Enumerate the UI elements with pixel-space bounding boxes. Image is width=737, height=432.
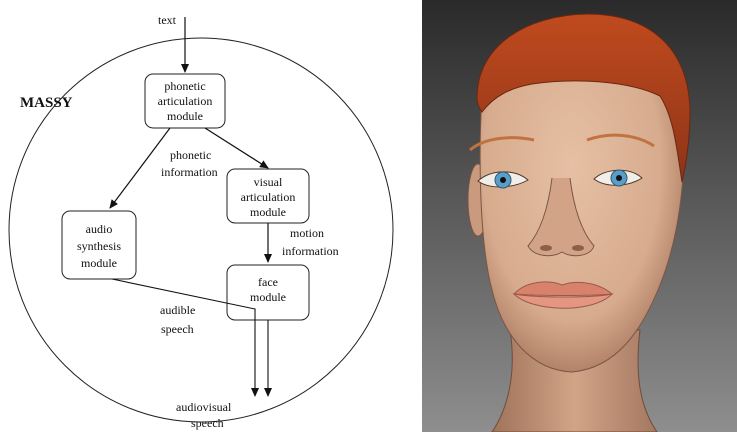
arrow-phonetic-to-visual <box>205 128 268 168</box>
edge-label: information <box>282 244 339 258</box>
module-label-line: module <box>81 256 117 270</box>
module-label-line: face <box>258 275 278 289</box>
edge-label: motion <box>290 226 324 240</box>
nostril <box>572 245 584 251</box>
module-label-line: synthesis <box>77 239 121 253</box>
module-label-line: audio <box>86 222 113 236</box>
rendered-3d-face-image <box>422 0 737 432</box>
module-label-line: module <box>250 205 286 219</box>
visual-articulation-module: visual articulation module <box>227 169 309 223</box>
nostril <box>540 245 552 251</box>
system-label: MASSY <box>20 95 73 111</box>
output-label: audiovisual <box>176 400 232 414</box>
input-label: text <box>158 13 177 27</box>
face-module: face module <box>227 265 309 320</box>
edge-label: information <box>161 165 218 179</box>
edge-label: speech <box>161 322 194 336</box>
edge-label: phonetic <box>170 148 211 162</box>
module-label-line: articulation <box>158 94 213 108</box>
phonetic-articulation-module: phonetic articulation module <box>145 74 225 128</box>
edge-label: audible <box>160 303 195 317</box>
module-label-line: articulation <box>241 190 296 204</box>
output-label: speech <box>191 416 224 430</box>
massy-architecture-diagram: MASSY text phonetic articulation module … <box>0 0 400 432</box>
audio-synthesis-module: audio synthesis module <box>62 211 136 279</box>
module-label-line: module <box>250 290 286 304</box>
module-label-line: module <box>167 109 203 123</box>
module-label-line: phonetic <box>164 79 205 93</box>
module-label-line: visual <box>254 175 283 189</box>
